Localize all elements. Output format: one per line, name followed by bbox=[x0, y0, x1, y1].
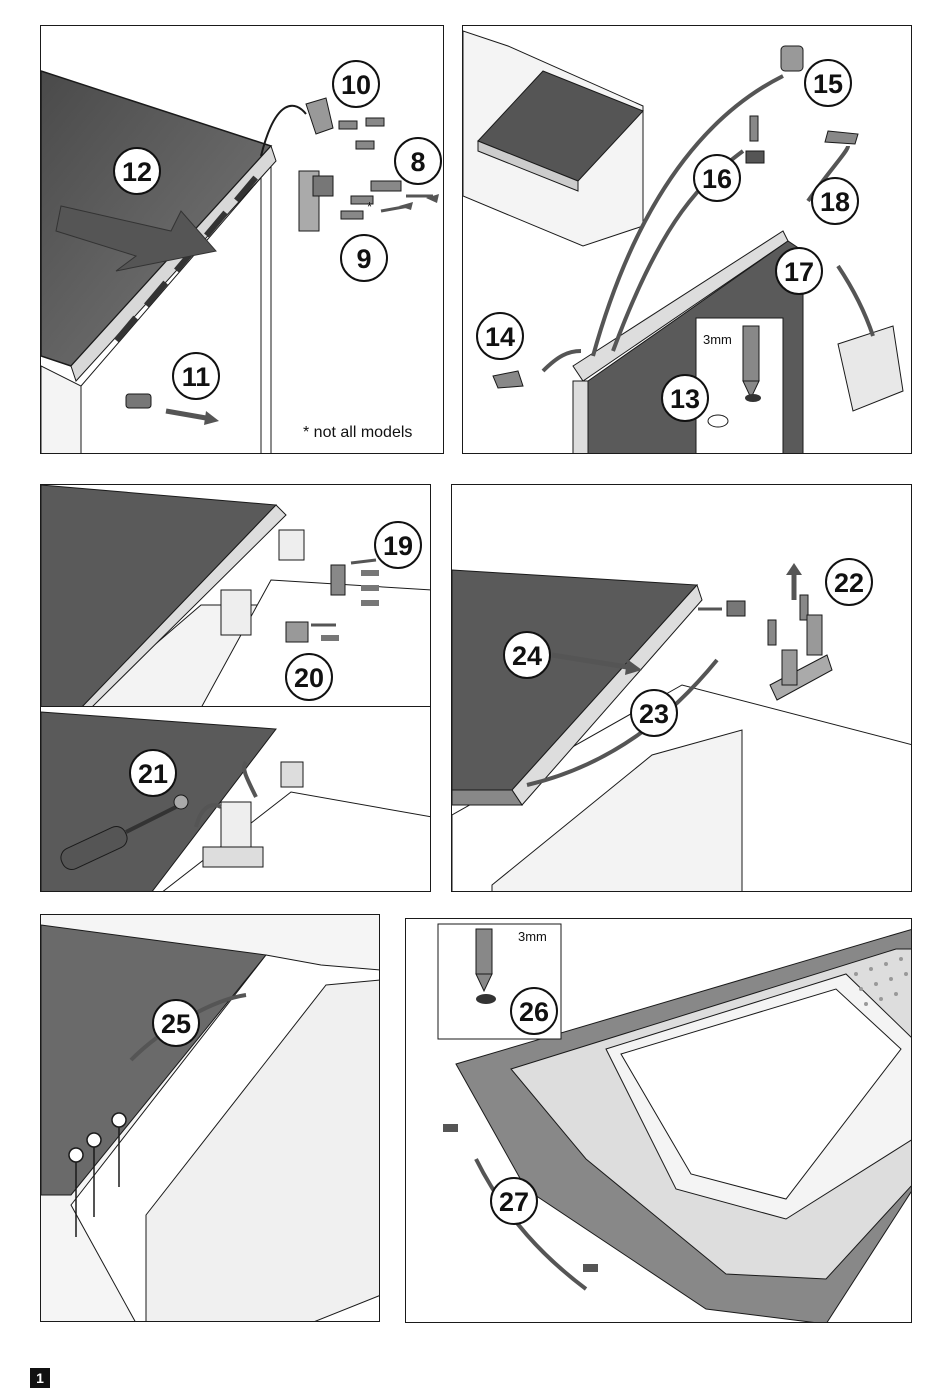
callout-14: 14 bbox=[476, 312, 524, 360]
callout-18: 18 bbox=[811, 177, 859, 225]
panel-4-remove-cap: 21 bbox=[40, 706, 431, 892]
callout-17: 17 bbox=[775, 247, 823, 295]
screwdriver bbox=[60, 805, 177, 870]
panel-2-illustration: 3mm 15 16 18 17 14 13 bbox=[463, 30, 904, 453]
drill-size-label-2: 3mm bbox=[518, 929, 547, 944]
panel-5-move-hinge: 22 24 23 bbox=[451, 484, 912, 892]
svg-text:25: 25 bbox=[161, 1009, 191, 1039]
svg-text:19: 19 bbox=[383, 531, 413, 561]
callout-26: 26 bbox=[510, 987, 558, 1035]
callout-19: 19 bbox=[374, 521, 422, 569]
drill-size-label: 3mm bbox=[703, 332, 732, 347]
svg-text:26: 26 bbox=[519, 997, 549, 1027]
svg-text:8: 8 bbox=[410, 147, 425, 177]
not-all-models-note: * not all models bbox=[303, 424, 413, 441]
svg-text:24: 24 bbox=[512, 641, 542, 671]
svg-text:14: 14 bbox=[485, 322, 515, 352]
callout-15: 15 bbox=[804, 59, 852, 107]
panel-2-reverse-hinge: 3mm 15 16 18 17 14 13 bbox=[462, 25, 912, 454]
panel-6-plug-holes: 25 bbox=[40, 914, 380, 1322]
page-number-badge: 1 bbox=[30, 1368, 50, 1388]
panel-1-remove-lid: * 10 8 12 9 11 * not all models bbox=[40, 25, 444, 454]
panel-1-illustration: * 10 8 12 9 11 bbox=[41, 60, 442, 453]
svg-text:10: 10 bbox=[341, 70, 371, 100]
panel-7-illustration: 3mm 26 27 bbox=[437, 923, 911, 1322]
svg-text:21: 21 bbox=[138, 759, 168, 789]
svg-text:16: 16 bbox=[702, 164, 732, 194]
callout-9: 9 bbox=[340, 234, 388, 282]
callout-22: 22 bbox=[825, 558, 873, 606]
svg-text:27: 27 bbox=[499, 1187, 529, 1217]
callout-13: 13 bbox=[661, 374, 709, 422]
callout-20: 20 bbox=[285, 653, 333, 701]
svg-text:15: 15 bbox=[813, 69, 843, 99]
callout-11: 11 bbox=[172, 352, 220, 400]
callout-10: 10 bbox=[332, 60, 380, 108]
svg-text:23: 23 bbox=[639, 699, 669, 729]
callout-16: 16 bbox=[693, 154, 741, 202]
svg-text:11: 11 bbox=[182, 362, 211, 392]
panel-3-illustration: 19 20 bbox=[41, 485, 430, 706]
panel-7-door-seal: 3mm 26 27 bbox=[405, 918, 912, 1323]
svg-text:9: 9 bbox=[356, 244, 371, 274]
callout-8: 8 bbox=[394, 137, 442, 185]
callout-23: 23 bbox=[630, 689, 678, 737]
panel-6-illustration: 25 bbox=[41, 915, 379, 1321]
svg-text:17: 17 bbox=[784, 257, 814, 287]
callout-24: 24 bbox=[503, 631, 551, 679]
svg-text:22: 22 bbox=[834, 568, 864, 598]
svg-text:12: 12 bbox=[122, 157, 152, 187]
svg-text:13: 13 bbox=[670, 384, 700, 414]
callout-21: 21 bbox=[129, 749, 177, 797]
panel-5-illustration: 22 24 23 bbox=[452, 558, 911, 891]
svg-text:20: 20 bbox=[294, 663, 324, 693]
not-all-models-marker: * bbox=[367, 199, 372, 214]
panel-4-illustration: 21 bbox=[41, 711, 430, 891]
callout-27: 27 bbox=[490, 1177, 538, 1225]
slide-arrow bbox=[55, 205, 217, 272]
svg-text:18: 18 bbox=[820, 187, 850, 217]
lid bbox=[41, 485, 278, 706]
panel-3-remove-hinge: 19 20 bbox=[40, 484, 431, 707]
callout-25: 25 bbox=[152, 999, 200, 1047]
callout-12: 12 bbox=[113, 147, 161, 195]
